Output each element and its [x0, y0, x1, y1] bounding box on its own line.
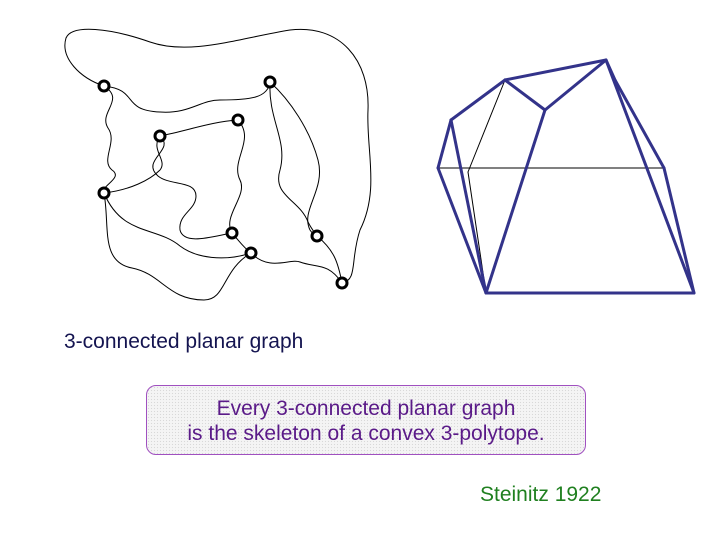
graph-curve-far-right — [316, 235, 343, 284]
polytope-edge — [436, 118, 453, 170]
diagram-figure — [64, 28, 696, 301]
polytope-edge — [436, 166, 488, 295]
polytope-hidden-edges — [437, 79, 665, 294]
polytope-edge — [503, 78, 547, 112]
polytope-edge — [662, 166, 696, 295]
graph-curve-outer — [64, 28, 372, 284]
polytope-edge — [604, 58, 696, 295]
polytope-visible-edges — [436, 58, 696, 295]
graph-curve-inner-a — [159, 119, 239, 137]
polytope-edge — [467, 79, 506, 173]
graph-vertex — [231, 113, 245, 127]
theorem-box: Every 3-connected planar graph is the sk… — [146, 385, 586, 455]
convex-polytope — [436, 58, 696, 295]
polytope-edge — [449, 118, 488, 295]
graph-curve-right-inner — [269, 81, 318, 237]
theorem-line-1: Every 3-connected planar graph — [216, 397, 516, 420]
graph-curve-bottom — [103, 192, 252, 301]
graph-curve-inner-b — [152, 135, 233, 240]
graph-vertex — [310, 229, 324, 243]
graph-curve-inner-c — [103, 135, 163, 194]
attribution: Steinitz 1922 — [480, 483, 602, 506]
graph-vertex — [244, 246, 258, 260]
graph-vertex — [335, 276, 349, 290]
graph-vertices — [97, 75, 349, 290]
graph-vertex — [153, 129, 167, 143]
polytope-edge — [613, 78, 666, 170]
graph-caption: 3-connected planar graph — [64, 330, 304, 353]
graph-vertex — [225, 226, 239, 240]
polytope-edge — [449, 78, 507, 122]
graph-vertex — [263, 75, 277, 89]
graph-curve-bottom-right — [250, 252, 343, 284]
graph-curve-inner-d — [229, 119, 245, 234]
polytope-edge — [543, 58, 608, 112]
graph-curve-right — [269, 81, 320, 237]
graph-vertex — [97, 186, 111, 200]
graph-vertex — [97, 79, 111, 93]
planar-graph — [64, 28, 372, 301]
graph-curve-top — [103, 81, 271, 113]
polytope-edge — [484, 108, 547, 295]
graph-curve-left — [103, 85, 116, 194]
theorem-line-2: is the skeleton of a convex 3-polytope. — [187, 422, 545, 445]
polytope-edge — [503, 58, 608, 82]
graph-curve-left-low — [103, 192, 252, 259]
